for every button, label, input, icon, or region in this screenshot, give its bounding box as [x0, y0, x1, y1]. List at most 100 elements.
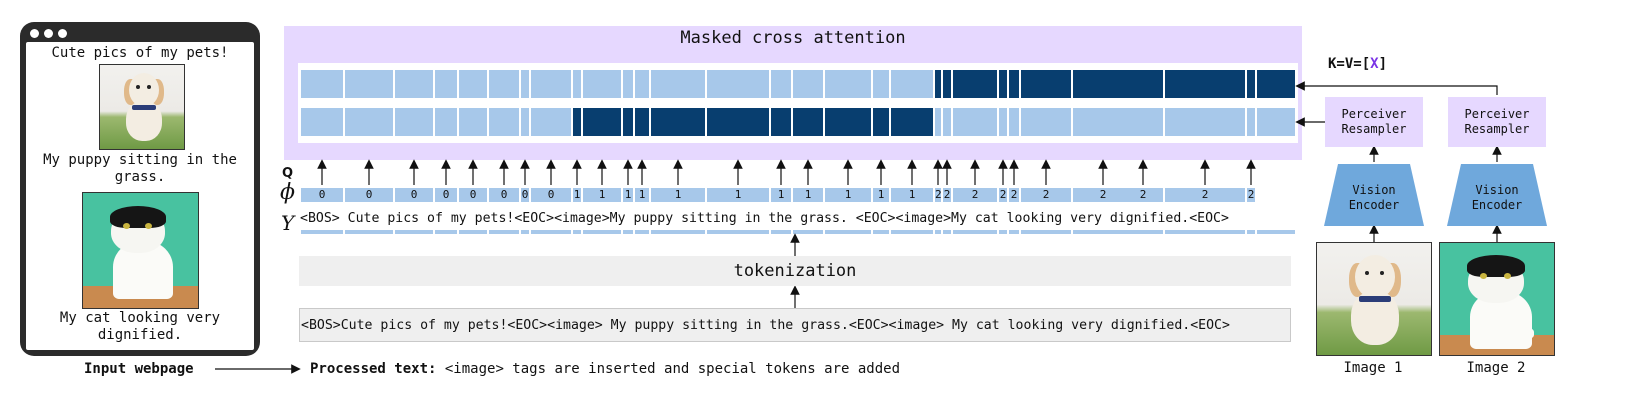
token-underline	[651, 230, 705, 234]
attention-cell	[825, 108, 871, 136]
attention-cell	[707, 108, 769, 136]
attention-cell	[489, 70, 519, 98]
attention-cell	[1247, 108, 1255, 136]
processed-text: <BOS>Cute pics of my pets!<EOC><image> M…	[301, 318, 1230, 333]
tokenization-label: tokenization	[733, 261, 857, 281]
token-underline	[873, 230, 889, 234]
attention-cell	[793, 70, 823, 98]
phi-cell: 1	[623, 188, 633, 202]
attention-cell	[873, 70, 889, 98]
cat-caption-line2: dignified.	[97, 327, 183, 343]
token-underline	[1123, 230, 1163, 234]
token-underline	[935, 230, 941, 234]
attention-cell	[1123, 108, 1163, 136]
puppy-photo	[99, 64, 185, 150]
attention-cell	[1257, 108, 1295, 136]
attention-cell	[521, 70, 529, 98]
webpage-content: Cute pics of my pets! My puppy sitting i…	[26, 42, 254, 350]
phi-cell: 2	[1123, 188, 1163, 202]
phi-cell: 1	[583, 188, 621, 202]
attention-cell	[953, 70, 997, 98]
kv-x: X	[1370, 56, 1379, 72]
attention-row-image-1	[301, 70, 1295, 98]
phi-cell: 2	[935, 188, 942, 202]
attention-cell	[943, 108, 951, 136]
kv-prefix: K=V=[	[1328, 56, 1371, 72]
puppy-caption-line1: My puppy sitting in the	[43, 152, 237, 168]
attention-cell	[583, 70, 621, 98]
image-2-photo	[1439, 242, 1555, 356]
attention-cell	[345, 108, 393, 136]
attention-cell	[1247, 70, 1255, 98]
attention-cell	[531, 70, 571, 98]
token-underline	[489, 230, 519, 234]
webpage-heading: Cute pics of my pets!	[51, 45, 229, 61]
attention-cell	[583, 108, 621, 136]
attention-cell	[825, 70, 871, 98]
token-underline	[345, 230, 393, 234]
attention-cell	[635, 108, 649, 136]
token-sequence-text: <BOS> Cute pics of my pets!<EOC><image>M…	[300, 211, 1229, 226]
cat-photo	[82, 192, 199, 309]
attention-cell	[521, 108, 529, 136]
token-underline	[301, 230, 343, 234]
token-underline	[1021, 230, 1071, 234]
token-underline-row	[301, 230, 1295, 234]
attention-cell	[935, 70, 941, 98]
vision-encoder-2-shape	[1447, 164, 1547, 226]
attention-cell	[651, 108, 705, 136]
attention-matrix	[298, 63, 1298, 143]
token-underline	[623, 230, 633, 234]
vision-encoder-1-shape	[1324, 164, 1424, 226]
cat-caption-line1: My cat looking very	[59, 310, 221, 326]
processed-caption-bold: Processed text:	[310, 361, 437, 377]
attention-cell	[1009, 108, 1019, 136]
token-underline	[395, 230, 433, 234]
phi-cell: 2	[943, 188, 951, 202]
phi-cell: 1	[707, 188, 769, 202]
tokenization-box	[299, 256, 1291, 286]
attention-cell	[301, 108, 343, 136]
processed-caption-rest: <image> tags are inserted and special to…	[436, 361, 901, 377]
phi-cell: 1	[825, 188, 871, 202]
phi-cell: 2	[1247, 188, 1255, 202]
attention-cell	[771, 70, 791, 98]
phi-cell: 1	[635, 188, 649, 202]
attention-cell	[1165, 108, 1245, 136]
y-label: Y	[281, 211, 295, 235]
token-underline	[825, 230, 871, 234]
phi-cell: 2	[999, 188, 1007, 202]
image-1-photo	[1316, 242, 1432, 356]
attention-cell	[395, 108, 433, 136]
window-dot-icon	[44, 29, 53, 38]
phi-cell: 0	[395, 188, 433, 202]
phi-label: ϕ	[280, 180, 295, 205]
q-label: Q	[282, 166, 294, 181]
phi-cell: 2	[1021, 188, 1071, 202]
key-value-label: K=V=[X]	[1328, 56, 1387, 72]
attention-cell	[651, 70, 705, 98]
attention-cell	[1165, 70, 1245, 98]
phi-cell: 2	[1165, 188, 1245, 202]
token-underline	[521, 230, 529, 234]
phi-cell: 0	[489, 188, 519, 202]
processed-text-box	[299, 308, 1291, 342]
phi-cell: 0	[301, 188, 343, 202]
phi-cell: 1	[793, 188, 823, 202]
image-1-label: Image 1	[1343, 360, 1403, 376]
attention-cell	[623, 108, 633, 136]
token-underline	[953, 230, 997, 234]
window-dot-icon	[30, 29, 39, 38]
phi-cell: 2	[1073, 188, 1133, 202]
attention-cell	[395, 70, 433, 98]
phi-cell: 1	[891, 188, 933, 202]
attention-cell	[573, 108, 581, 136]
attention-cell	[873, 108, 889, 136]
attention-cell	[891, 108, 933, 136]
phi-cell: 0	[531, 188, 571, 202]
attention-cell	[573, 70, 581, 98]
input-webpage-label: Input webpage	[84, 361, 194, 377]
